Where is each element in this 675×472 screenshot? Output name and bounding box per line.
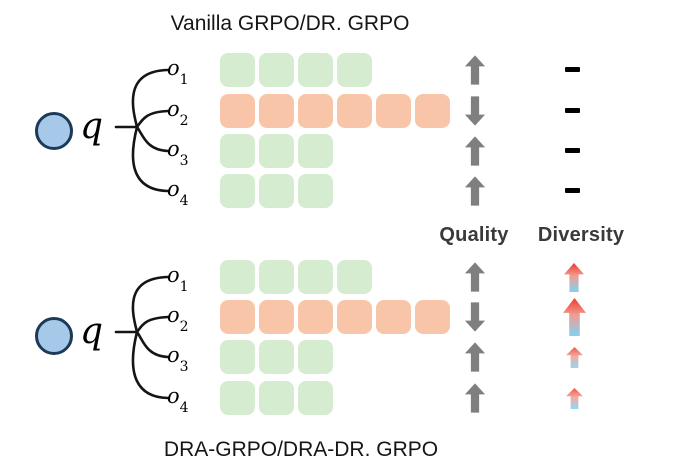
diversity-up-arrow [564,262,584,292]
token-block [298,94,333,128]
output-label: o2 [167,303,189,335]
output-label-letter: o [167,56,180,80]
quality-up-arrow [464,55,486,85]
quality-up-arrow [464,383,486,413]
token-block [376,94,411,128]
token-block [298,134,333,168]
output-label-letter: o [167,384,180,408]
output-label-letter: o [167,137,180,161]
token-block [220,174,255,208]
output-label-subscript: 1 [179,72,189,89]
token-block [259,134,294,168]
output-label-subscript: 4 [179,400,189,417]
token-block [298,174,333,208]
diversity-column-header: Diversity [537,224,625,246]
quality-up-arrow [464,262,486,292]
token-block [415,300,450,334]
output-label-subscript: 2 [179,113,189,130]
quality-down-arrow [464,96,486,126]
token-block [220,381,255,415]
query-label: q [80,311,104,352]
output-label: o3 [167,343,189,375]
token-block [298,340,333,374]
diversity-up-arrow [565,346,583,368]
output-label: o4 [167,384,189,416]
output-label-subscript: 3 [179,359,189,376]
output-label: o1 [167,56,189,88]
output-label-letter: o [167,97,180,121]
token-block [220,53,255,87]
diversity-up-arrow [562,298,586,336]
token-block [259,174,294,208]
token-block [337,94,372,128]
query-node [35,112,73,150]
bottom-title: DRA-GRPO/DRA-DR. GRPO [163,438,439,461]
query-node [35,317,73,355]
output-label-subscript: 4 [179,193,189,210]
token-block [298,300,333,334]
output-label-letter: o [167,343,180,367]
token-block [220,300,255,334]
output-label: o1 [167,263,189,295]
token-block [259,300,294,334]
token-block [220,260,255,294]
diversity-minus [565,108,580,113]
token-block [298,53,333,87]
token-block [298,260,333,294]
token-block [376,300,411,334]
output-label-subscript: 1 [179,279,189,296]
quality-column-header: Quality [439,224,509,246]
token-block [220,134,255,168]
diversity-minus [565,148,580,153]
output-label: o4 [167,177,189,209]
token-block [220,94,255,128]
diversity-minus [565,188,580,193]
quality-down-arrow [464,302,486,332]
query-label: q [80,106,104,147]
token-block [298,381,333,415]
output-label-letter: o [167,263,180,287]
token-block [415,94,450,128]
diversity-up-arrow [565,387,583,409]
branch-brace [114,68,170,400]
diversity-minus [565,67,580,72]
output-label-letter: o [167,177,180,201]
token-block [220,340,255,374]
token-block [259,260,294,294]
quality-up-arrow [464,176,486,206]
token-block [259,53,294,87]
output-label: o3 [167,137,189,169]
output-label-subscript: 3 [179,153,189,170]
token-block [337,53,372,87]
output-label-subscript: 2 [179,319,189,336]
quality-up-arrow [464,342,486,372]
token-block [259,94,294,128]
output-label-letter: o [167,303,180,327]
token-block [259,340,294,374]
output-label: o2 [167,97,189,129]
top-title: Vanilla GRPO/DR. GRPO [170,12,410,35]
token-block [259,381,294,415]
token-block [337,260,372,294]
token-block [337,300,372,334]
quality-up-arrow [464,136,486,166]
